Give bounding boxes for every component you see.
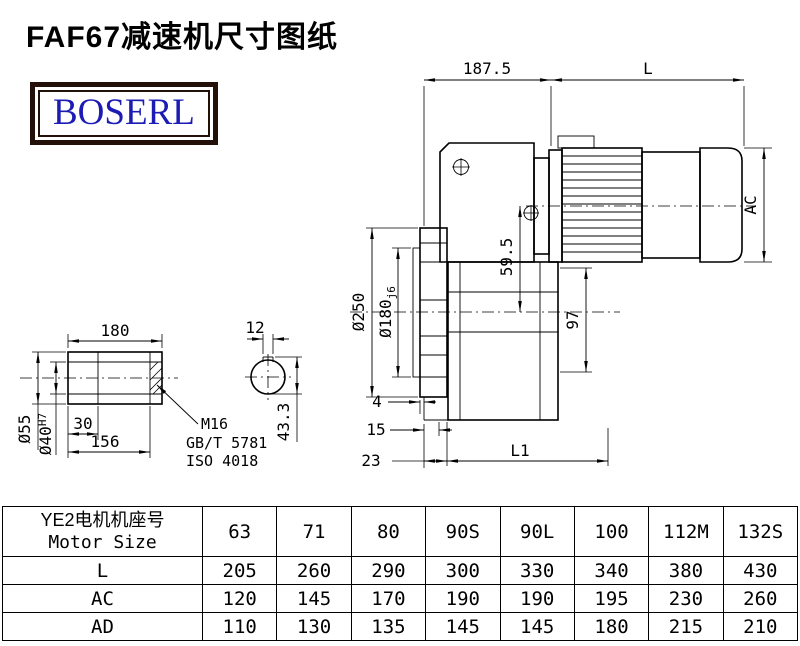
table-cell: 120	[201, 584, 278, 613]
table-cell: 180	[573, 612, 650, 641]
header-motor-size: YE2电机机座号 Motor Size	[2, 506, 203, 557]
dim-187-5: 187.5	[463, 59, 511, 78]
boserl-logo: BOSERL	[30, 82, 218, 145]
table-cell: 260	[276, 556, 352, 585]
header-col: 112M	[648, 506, 724, 557]
header-motor-size-en: Motor Size	[48, 531, 157, 553]
table-cell: 145	[499, 612, 575, 641]
center-lines	[350, 205, 756, 313]
motor-outline	[557, 135, 743, 263]
dim-30: 30	[73, 414, 92, 433]
table-cell: 300	[425, 556, 501, 585]
dim-L1: L1	[510, 441, 529, 460]
table-cell: 340	[573, 556, 650, 585]
table-cell: 110	[201, 612, 278, 641]
note-standard-iso: ISO 4018	[186, 452, 258, 470]
table-cell: 210	[722, 612, 799, 641]
table-cell: 190	[425, 584, 501, 613]
shaft-end-view: 12 43.3	[245, 318, 302, 442]
header-col: 80	[350, 506, 427, 557]
table-cell: 330	[499, 556, 575, 585]
header-col: 63	[201, 506, 278, 557]
page-title: FAF67减速机尺寸图纸	[26, 21, 339, 54]
table-row-L: L 205 260 290 300 330 340 380 430	[2, 556, 799, 585]
table-cell: 230	[648, 584, 724, 613]
boserl-logo-text: BOSERL	[38, 90, 210, 137]
dim-L: L	[643, 59, 653, 78]
dim-180: 180	[101, 321, 130, 340]
dim-shaft-od: Ø55	[15, 415, 34, 444]
table-cell: 145	[425, 612, 501, 641]
header-col: 132S	[722, 506, 799, 557]
table-cell: 170	[350, 584, 427, 613]
table-cell: 215	[648, 612, 724, 641]
dim-AC: AC	[741, 195, 760, 214]
gearbox-housing-outline	[412, 142, 563, 421]
row-label: AC	[2, 584, 203, 613]
row-label: L	[2, 556, 203, 585]
header-col: 100	[573, 506, 650, 557]
dim-156: 156	[91, 432, 120, 451]
table-cell: 190	[499, 584, 575, 613]
gearbox-dimension-drawing: 187.5 L AC Ø250 Ø180j6 59.5 97 4	[15, 59, 772, 470]
shaft-dimensions: 180 Ø55 Ø40H7 30 156	[15, 321, 163, 458]
table-cell: 135	[350, 612, 427, 641]
header-motor-size-cn: YE2电机机座号	[40, 510, 165, 531]
table-row-AD: AD 110 130 135 145 145 180 215 210	[2, 612, 799, 641]
bottom-dimensions: 4 15 23 L1	[361, 392, 609, 470]
motor-size-table: YE2电机机座号 Motor Size 63 71 80 90S 90L 100…	[2, 506, 799, 641]
bolt-hole-symbols	[452, 158, 539, 221]
dim-bore: Ø40H7	[36, 413, 55, 455]
dim-key-depth: 43.3	[274, 403, 293, 442]
table-cell: 290	[350, 556, 427, 585]
row-label: AD	[2, 612, 203, 641]
ac-dimension: AC	[741, 147, 772, 263]
table-cell: 260	[722, 584, 799, 613]
table-cell: 145	[276, 584, 352, 613]
top-dimensions: 187.5 L	[423, 59, 745, 226]
note-standard-gbt: GB/T 5781	[186, 434, 267, 452]
header-col: 90L	[499, 506, 575, 557]
dim-97: 97	[563, 310, 582, 329]
dim-spigot: Ø180j6	[376, 286, 398, 338]
shaft-detail-outline: M16 GB/T 5781 ISO 4018	[20, 351, 267, 470]
table-header-row: YE2电机机座号 Motor Size 63 71 80 90S 90L 100…	[2, 506, 799, 557]
dim-4: 4	[372, 392, 382, 411]
dim-59-5: 59.5	[497, 238, 516, 277]
note-thread: M16	[201, 415, 228, 433]
dim-flange-od: Ø250	[349, 293, 368, 332]
header-col: 71	[276, 506, 352, 557]
table-cell: 130	[276, 612, 352, 641]
flange-dimensions: Ø250 Ø180j6	[349, 227, 418, 398]
table-cell: 205	[201, 556, 278, 585]
table-cell: 195	[573, 584, 650, 613]
dim-23: 23	[361, 451, 380, 470]
table-cell: 380	[648, 556, 724, 585]
header-col: 90S	[425, 506, 501, 557]
dim-15: 15	[366, 420, 385, 439]
height-dimensions: 59.5 97	[497, 206, 592, 373]
table-row-AC: AC 120 145 170 190 190 195 230 260	[2, 584, 799, 613]
table-cell: 430	[722, 556, 799, 585]
dim-key-width: 12	[245, 318, 264, 337]
